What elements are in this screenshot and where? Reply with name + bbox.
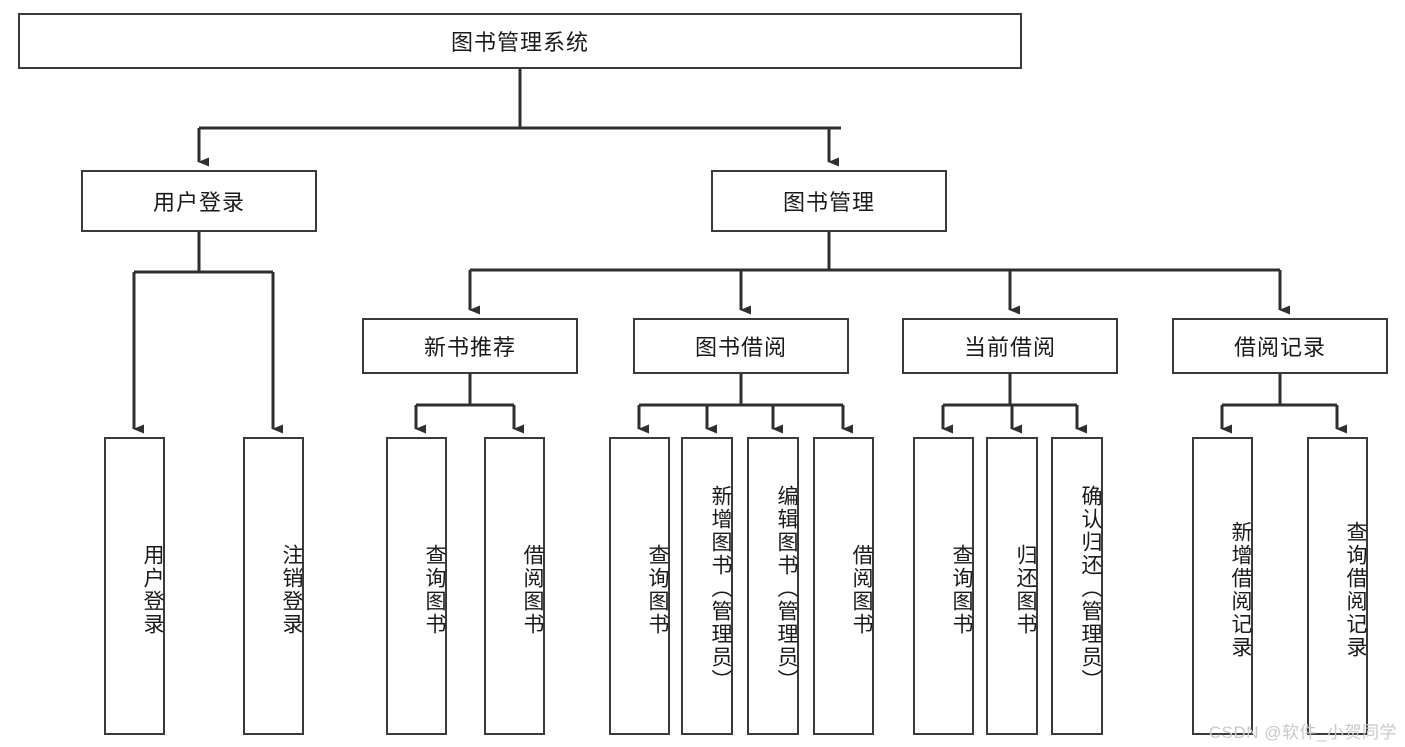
node-leaf-edit-book[interactable]: 编辑图书（管理员） bbox=[747, 437, 799, 735]
node-borrow-record[interactable]: 借阅记录 bbox=[1172, 318, 1388, 374]
node-book-borrow-label: 图书借阅 bbox=[694, 335, 787, 360]
node-leaf-borrow-book-1-label: 借阅图书 bbox=[521, 544, 544, 636]
node-leaf-query-book-3[interactable]: 查询图书 bbox=[913, 437, 974, 735]
node-leaf-user-login[interactable]: 用户登录 bbox=[104, 437, 165, 735]
node-leaf-borrow-book-1[interactable]: 借阅图书 bbox=[484, 437, 545, 735]
node-leaf-query-book-1-label: 查询图书 bbox=[423, 544, 446, 636]
node-user-login-label: 用户登录 bbox=[152, 190, 245, 215]
node-root-label: 图书管理系统 bbox=[450, 30, 589, 55]
node-leaf-query-record[interactable]: 查询借阅记录 bbox=[1307, 437, 1368, 735]
node-leaf-query-book-2[interactable]: 查询图书 bbox=[609, 437, 670, 735]
node-leaf-user-login-label: 用户登录 bbox=[141, 544, 164, 636]
node-leaf-query-book-3-label: 查询图书 bbox=[950, 544, 973, 636]
node-new-book-recommend[interactable]: 新书推荐 bbox=[362, 318, 578, 374]
node-leaf-confirm-return[interactable]: 确认归还（管理员） bbox=[1051, 437, 1103, 735]
node-leaf-confirm-return-label: 确认归还（管理员） bbox=[1079, 484, 1102, 692]
node-leaf-query-record-label: 查询借阅记录 bbox=[1344, 521, 1367, 659]
node-leaf-query-book-1[interactable]: 查询图书 bbox=[386, 437, 447, 735]
node-book-borrow[interactable]: 图书借阅 bbox=[633, 318, 849, 374]
node-current-borrow[interactable]: 当前借阅 bbox=[902, 318, 1118, 374]
node-leaf-return-book-label: 归还图书 bbox=[1014, 544, 1037, 636]
node-leaf-query-book-2-label: 查询图书 bbox=[646, 544, 669, 636]
watermark: CSDN @软件_小贺同学 bbox=[1208, 723, 1397, 742]
node-leaf-borrow-book-2[interactable]: 借阅图书 bbox=[813, 437, 874, 735]
node-leaf-logout-label: 注销登录 bbox=[280, 544, 303, 636]
node-leaf-logout[interactable]: 注销登录 bbox=[243, 437, 304, 735]
node-leaf-add-record-label: 新增借阅记录 bbox=[1229, 521, 1252, 659]
node-leaf-add-book-label: 新增图书（管理员） bbox=[709, 484, 732, 692]
node-new-book-recommend-label: 新书推荐 bbox=[423, 335, 516, 360]
node-leaf-borrow-book-2-label: 借阅图书 bbox=[850, 544, 873, 636]
node-book-manage[interactable]: 图书管理 bbox=[711, 170, 947, 232]
node-root[interactable]: 图书管理系统 bbox=[18, 13, 1022, 69]
node-leaf-add-book[interactable]: 新增图书（管理员） bbox=[681, 437, 733, 735]
node-user-login[interactable]: 用户登录 bbox=[81, 170, 317, 232]
node-borrow-record-label: 借阅记录 bbox=[1233, 335, 1326, 360]
node-leaf-add-record[interactable]: 新增借阅记录 bbox=[1192, 437, 1253, 735]
node-leaf-return-book[interactable]: 归还图书 bbox=[986, 437, 1038, 735]
node-leaf-edit-book-label: 编辑图书（管理员） bbox=[775, 484, 798, 692]
node-book-manage-label: 图书管理 bbox=[782, 190, 875, 215]
node-current-borrow-label: 当前借阅 bbox=[963, 335, 1056, 360]
